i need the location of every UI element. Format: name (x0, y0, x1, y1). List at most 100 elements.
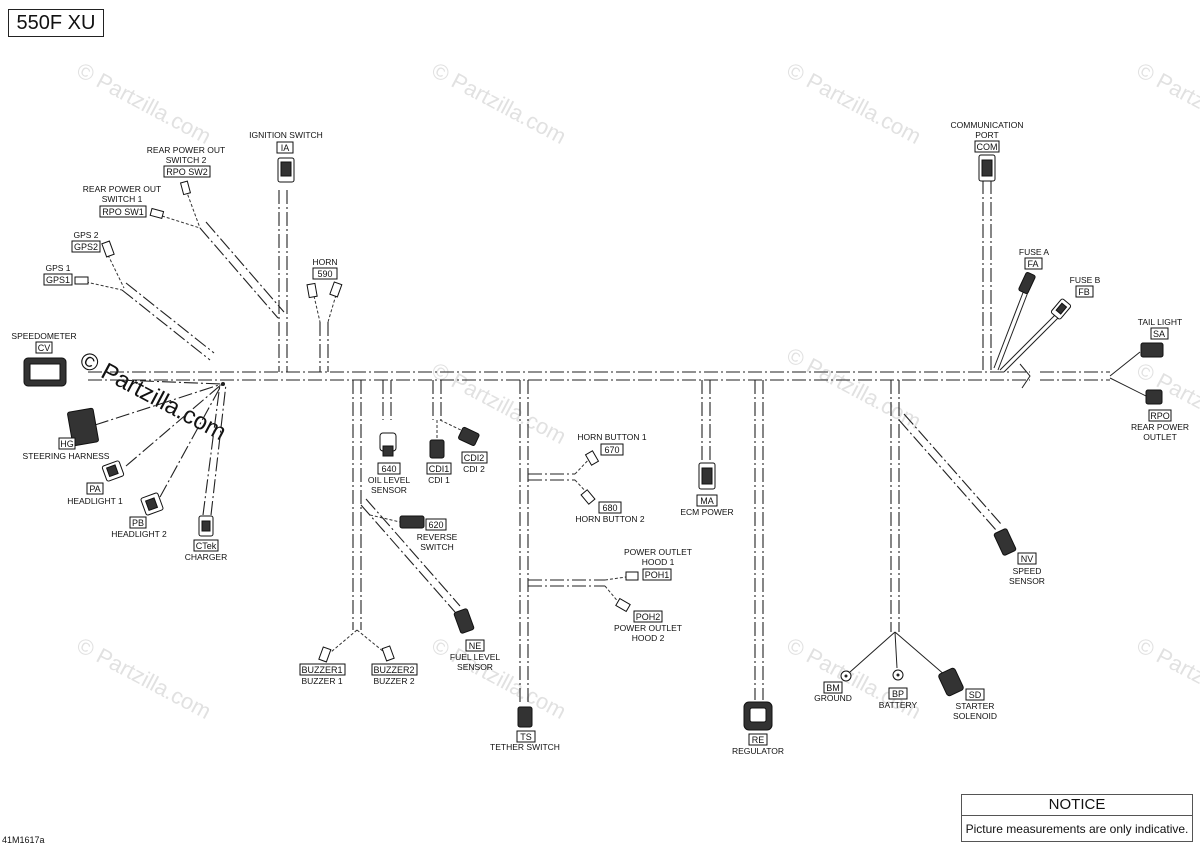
fuse-b-code: FB (1078, 287, 1090, 297)
speed-sensor-label-line2: SENSOR (1009, 576, 1045, 586)
cdi-2-code: CDI2 (464, 453, 485, 463)
reverse-switch-label-line2: SWITCH (420, 542, 454, 552)
gps2-connector-icon (101, 240, 115, 258)
rear-power-outlet-label-line1: REAR POWER (1131, 422, 1189, 432)
watermark-text: © Partzilla.com (1133, 57, 1200, 149)
charger-code: CTek (196, 541, 217, 551)
regulator-label: REGULATOR (732, 746, 784, 756)
cdi-2-label: CDI 2 (463, 464, 485, 474)
horn-button-2-component: 680 HORN BUTTON 2 (575, 489, 645, 524)
speed-sensor-component: NV SPEED SENSOR (993, 528, 1045, 586)
buzzer-2-component: BUZZER2 BUZZER 2 (371, 645, 418, 686)
speed-sensor-connector-icon (993, 528, 1017, 556)
harness-trunk (88, 363, 1110, 389)
rpo-sw2-code-box (163, 165, 211, 178)
watermark-text: © Partzilla.com (73, 57, 216, 149)
rear-power-out-switch-1-component: REAR POWER OUT SWITCH 1 RPO SW1 (83, 184, 165, 220)
notice-text: Picture measurements are only indicative… (965, 822, 1189, 836)
headlight-2-label: HEADLIGHT 2 (111, 529, 167, 539)
tail-light-connector-icon (1140, 342, 1164, 358)
rpo-sw2-label-line1: REAR POWER OUT (147, 145, 225, 155)
fuse-b-label: FUSE B (1070, 275, 1101, 285)
poh1-connector-icon (625, 571, 639, 581)
headlight-2-code-box (129, 516, 147, 529)
rear-power-outlet-component: RPO REAR POWER OUTLET (1131, 389, 1189, 442)
watermark-text-dark: © Partzilla.com (75, 346, 230, 446)
ignition-switch-component: IGNITION SWITCH IA (249, 130, 323, 183)
horn-label: HORN (312, 257, 337, 267)
buzzer-1-label: BUZZER 1 (301, 676, 342, 686)
fuse-a-component: FUSE A FA (1018, 247, 1049, 295)
starter-solenoid-code: SD (969, 690, 982, 700)
rpo-sw1-connector-icon (149, 207, 165, 220)
starter-solenoid-component: SD STARTER SOLENOID (938, 667, 997, 721)
communication-port-code-box (974, 140, 1000, 153)
starter-solenoid-label-line1: STARTER (956, 701, 995, 711)
oil-level-sensor-component: 640 OIL LEVEL SENSOR (368, 432, 410, 495)
power-outlet-hood-2-component: POH2 POWER OUTLET HOOD 2 (614, 597, 682, 643)
buzzer-2-code: BUZZER2 (373, 665, 414, 675)
horn-button-1-code: 670 (604, 445, 619, 455)
starter-solenoid-label-line2: SOLENOID (953, 711, 997, 721)
fuse-a-connector-icon (1018, 271, 1036, 295)
rear-power-outlet-label-line2: OUTLET (1143, 432, 1177, 442)
starter-solenoid-code-box (965, 688, 985, 701)
charger-label: CHARGER (185, 552, 228, 562)
ground-label: GROUND (814, 693, 852, 703)
ecm-power-code-box (696, 494, 718, 507)
charger-component: CTek CHARGER (185, 515, 228, 562)
poh1-code-box (642, 568, 672, 581)
cdi-2-code-box (461, 451, 488, 464)
buzzer-2-label: BUZZER 2 (373, 676, 414, 686)
ignition-switch-code: IA (281, 143, 290, 153)
ignition-switch-label: IGNITION SWITCH (249, 130, 323, 140)
buzzer-1-connector-icon (318, 646, 332, 663)
headlight-1-component: PA HEADLIGHT 1 (67, 460, 125, 506)
battery-code-box (888, 687, 908, 700)
rpo-sw1-label-line1: REAR POWER OUT (83, 184, 161, 194)
gps2-label: GPS 2 (73, 230, 98, 240)
ignition-switch-code-box (276, 141, 294, 154)
gps2-code-box (71, 240, 101, 253)
horn-button-2-connector-icon (580, 489, 596, 505)
poh2-connector-icon (615, 597, 631, 613)
headlight-1-label: HEADLIGHT 1 (67, 496, 123, 506)
rear-power-outlet-connector-icon (1145, 389, 1163, 405)
starter-solenoid-connector-icon (938, 667, 964, 697)
fuel-level-sensor-label-line1: FUEL LEVEL (450, 652, 501, 662)
diagram-reference-code: 41M1617a (2, 835, 45, 845)
battery-component: BP BATTERY (879, 669, 918, 710)
headlight-2-code: PB (132, 518, 144, 528)
fuse-a-code-box (1024, 257, 1043, 270)
fuel-level-sensor-label-line2: SENSOR (457, 662, 493, 672)
gps1-label: GPS 1 (45, 263, 70, 273)
notice-box: NOTICE Picture measurements are only ind… (961, 794, 1193, 842)
regulator-code: RE (752, 735, 765, 745)
rpo-sw2-code: RPO SW2 (166, 167, 208, 177)
horn-button-1-code-box (600, 443, 624, 456)
speed-sensor-label-line1: SPEED (1013, 566, 1042, 576)
rpo-sw2-connector-icon (179, 180, 192, 196)
headlight-1-code: PA (89, 484, 100, 494)
horn-button-1-connector-icon (584, 450, 600, 466)
ecm-power-label: ECM POWER (680, 507, 733, 517)
tail-light-code-box (1150, 327, 1169, 340)
horn-connector-2-icon (329, 281, 343, 298)
fuel-level-sensor-component: NE FUEL LEVEL SENSOR (450, 608, 501, 672)
buzzer-1-code: BUZZER1 (301, 665, 342, 675)
steering-harness-label: STEERING HARNESS (23, 451, 110, 461)
tail-light-code: SA (1153, 329, 1165, 339)
regulator-component: RE REGULATOR (732, 701, 784, 756)
horn-code-box (312, 267, 338, 280)
gps1-code-box (43, 273, 73, 286)
watermark-text: © Partzilla.com (428, 357, 571, 449)
communication-port-label-line1: COMMUNICATION (950, 120, 1023, 130)
cdi-1-label: CDI 1 (428, 475, 450, 485)
oil-level-sensor-label-line1: OIL LEVEL (368, 475, 410, 485)
cdi-1-code: CDI1 (429, 464, 450, 474)
fuel-level-sensor-code: NE (469, 641, 482, 651)
horn-component: HORN 590 (306, 257, 343, 299)
speed-sensor-code: NV (1021, 554, 1034, 564)
reverse-switch-code: 620 (428, 520, 443, 530)
poh2-label-line2: HOOD 2 (632, 633, 665, 643)
